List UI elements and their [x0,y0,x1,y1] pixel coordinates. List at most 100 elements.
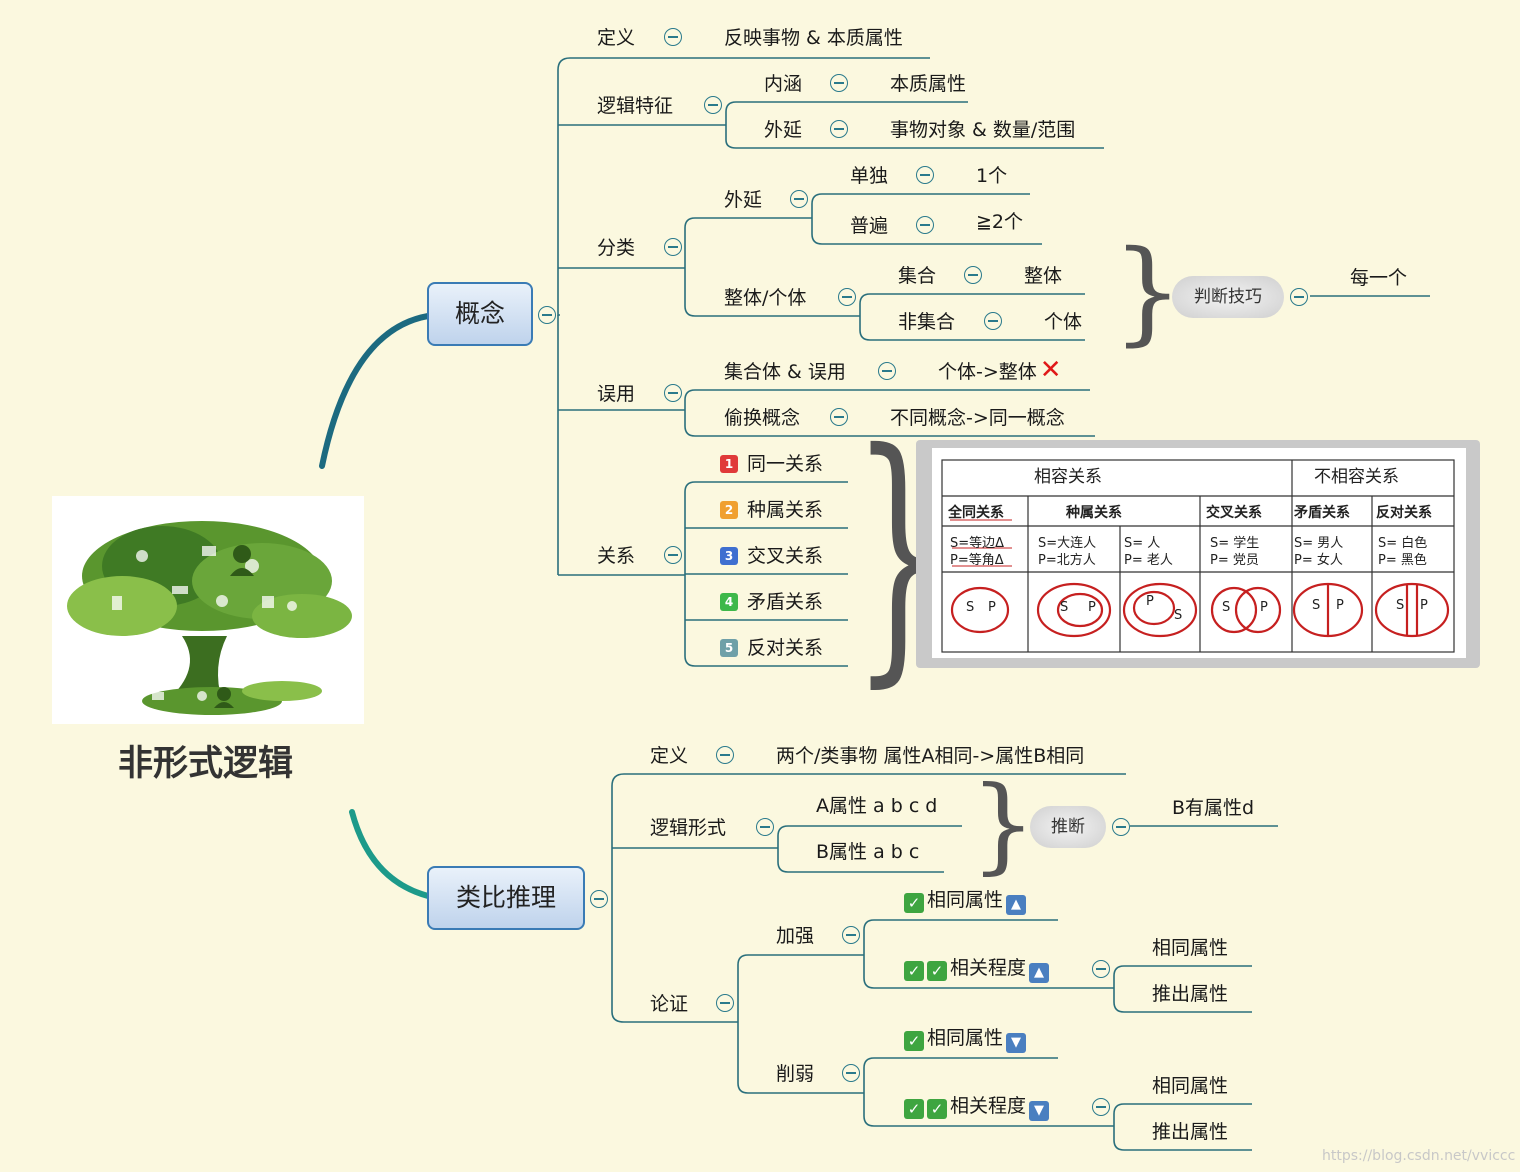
collapse-icon[interactable] [916,166,934,184]
venn-p-label: P [988,600,996,615]
extension-label: 外延 [764,119,803,141]
checkbox-icon: ✓ [904,961,924,981]
analogy-collapse-icon[interactable] [590,890,608,908]
collapse-icon[interactable] [664,238,682,256]
checkbox-icon: ✓ [927,961,947,981]
venn-s-label: S [966,600,975,615]
form-label: 逻辑形式 [650,817,727,839]
strengthen-label: 加强 [776,925,815,947]
class-extension-label: 外延 [724,189,763,211]
strengthen-sub2: 推出属性 [1152,983,1229,1005]
collapse-icon[interactable] [830,74,848,92]
collapse-icon[interactable] [830,408,848,426]
infer-topic[interactable]: 推断 [1030,806,1106,848]
relation-item-label: 交叉关系 [747,545,824,567]
incompatible-header: 不相容关系 [1314,467,1399,487]
genus-p1: P=北方人 [1038,553,1096,568]
cross-mark-icon: ✕ [1039,355,1062,385]
collapse-icon[interactable] [916,216,934,234]
whole-label: 整体/个体 [724,287,807,309]
concept-definition-value: 反映事物 & 本质属性 [724,27,903,49]
misuse-item2-label: 偷换概念 [724,407,801,429]
collapse-icon[interactable] [664,546,682,564]
collapse-icon[interactable] [664,384,682,402]
strengthen-sub1: 相同属性 [1152,937,1229,959]
venn-s-label: S [1222,600,1231,615]
weaken-same-label: 相同属性 [927,1027,1004,1049]
genus-s2: S= 人 [1124,536,1161,551]
contrary-p: P= 黑色 [1378,553,1427,568]
collapse-icon[interactable] [984,312,1002,330]
venn-p-label: P [1420,598,1428,613]
analogy-definition-value: 两个/类事物 属性A相同->属性B相同 [776,745,1085,767]
weaken-sub2: 推出属性 [1152,1121,1229,1143]
checkbox-icon: ✓ [904,1031,924,1051]
weaken-degree: ✓✓相关程度▼ [904,1094,1050,1121]
collective-value: 整体 [1024,265,1063,287]
checkbox-icon: ✓ [904,893,924,913]
arrow-up-icon: ▲ [1029,963,1050,983]
collapse-icon[interactable] [1092,960,1110,978]
collapse-icon[interactable] [1092,1098,1110,1116]
analogy-topic[interactable]: 类比推理 [427,866,585,930]
collapse-icon[interactable] [756,818,774,836]
contradiction-p: P= 女人 [1294,553,1343,568]
argument-label: 论证 [650,993,689,1015]
collapse-icon[interactable] [830,120,848,138]
concept-topic-label: 概念 [454,299,505,328]
arrow-down-icon: ▼ [1006,1033,1027,1053]
concept-collapse-icon[interactable] [538,306,556,324]
collapse-icon[interactable] [790,190,808,208]
priority-5-icon: 5 [720,639,738,657]
venn-p-label: P [1336,598,1344,613]
genus-p2: P= 老人 [1124,553,1173,568]
weaken-sub1: 相同属性 [1152,1075,1229,1097]
genus-header: 种属关系 [1066,505,1122,521]
curly-brace: } [1112,227,1184,357]
venn-s-label: S [1396,598,1405,613]
collective-label: 集合 [898,265,937,287]
judgment-tip-topic[interactable]: 判断技巧 [1172,276,1284,318]
single-value: 1个 [976,165,1008,187]
extension-value: 事物对象 & 数量/范围 [890,119,1076,141]
strengthen-degree: ✓✓相关程度▲ [904,956,1050,983]
identity-p: P=等角Δ [950,553,1004,568]
collapse-icon[interactable] [842,926,860,944]
collapse-icon[interactable] [716,746,734,764]
noncollective-label: 非集合 [898,311,956,333]
venn-s-label: S [1312,598,1321,613]
collapse-icon[interactable] [664,28,682,46]
collapse-icon[interactable] [842,1064,860,1082]
concept-definition-label: 定义 [597,27,636,49]
weaken-label: 削弱 [776,1063,815,1085]
overlap-p: P= 党员 [1210,553,1259,568]
classification-label: 分类 [597,237,636,259]
collapse-icon[interactable] [964,266,982,284]
concept-topic[interactable]: 概念 [427,282,533,346]
general-value: ≧2个 [976,211,1024,233]
analogy-definition-label: 定义 [650,745,689,767]
relation-item-label: 同一关系 [747,453,824,475]
overlap-header: 交叉关系 [1206,505,1262,521]
root-tree-illustration [52,496,364,724]
genus-s1: S=大连人 [1038,536,1097,551]
misuse-item2-value: 不同概念->同一概念 [890,407,1065,429]
collapse-icon[interactable] [1290,288,1308,306]
collapse-icon[interactable] [716,994,734,1012]
collapse-icon[interactable] [1112,818,1130,836]
priority-3-icon: 3 [720,547,738,565]
collapse-icon[interactable] [838,288,856,306]
strengthen-same: ✓相同属性▲ [904,888,1027,915]
venn-p-label: P [1260,600,1268,615]
collapse-icon[interactable] [878,362,896,380]
collapse-icon[interactable] [704,96,722,114]
judgment-tip-value: 每一个 [1350,267,1408,289]
analogy-topic-label: 类比推理 [455,883,556,912]
watermark: https://blog.csdn.net/vviccc [1322,1148,1516,1164]
misuse-item1-label: 集合体 & 误用 [724,361,846,383]
general-label: 普遍 [850,215,889,237]
form-a: A属性 a b c d [816,795,938,817]
relation-item-label: 反对关系 [747,637,824,659]
